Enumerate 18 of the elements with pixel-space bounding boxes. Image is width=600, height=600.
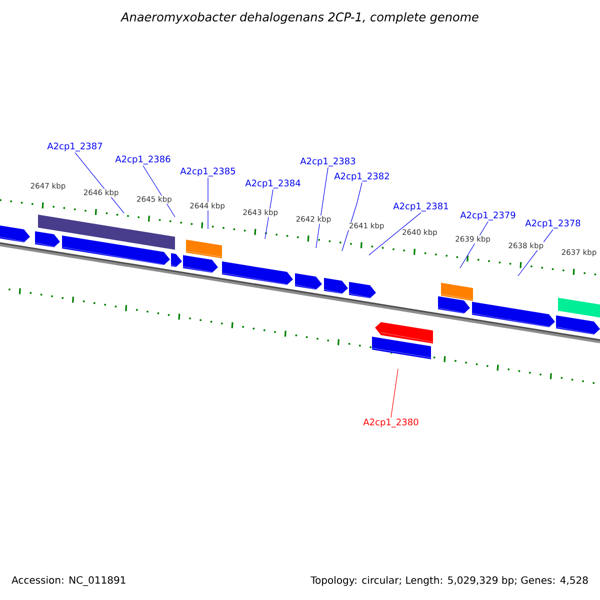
gene-label: A2cp1_2380 (363, 418, 418, 428)
gene-label: A2cp1_2384 (245, 180, 300, 188)
leader-line (74, 152, 124, 214)
genome-info-label: Topology: circular; Length: 5,029,329 bp; Genes: 4,528 (310, 576, 588, 586)
gene-label: A2cp1_2385 (180, 168, 236, 176)
gene-label: A2cp1_2382 (334, 172, 389, 182)
accession-label: Accession: NC_011891 (12, 576, 126, 586)
leader-line (316, 167, 328, 248)
gene-label: A2cp1_2379 (460, 212, 516, 220)
gene-label: A2cp1_2381 (393, 202, 448, 212)
gene-label: A2cp1_2383 (300, 158, 356, 166)
title: Anaeromyxobacter dehalogenans 2CP-1, complete genome (120, 12, 478, 24)
leader-line (368, 212, 422, 256)
leader-line (342, 182, 362, 252)
gene-label: A2cp1_2386 (115, 156, 170, 164)
gene-label: A2cp1_2378 (525, 220, 580, 228)
leader-line (390, 368, 398, 418)
gene-label: A2cp1_2387 (47, 142, 102, 152)
